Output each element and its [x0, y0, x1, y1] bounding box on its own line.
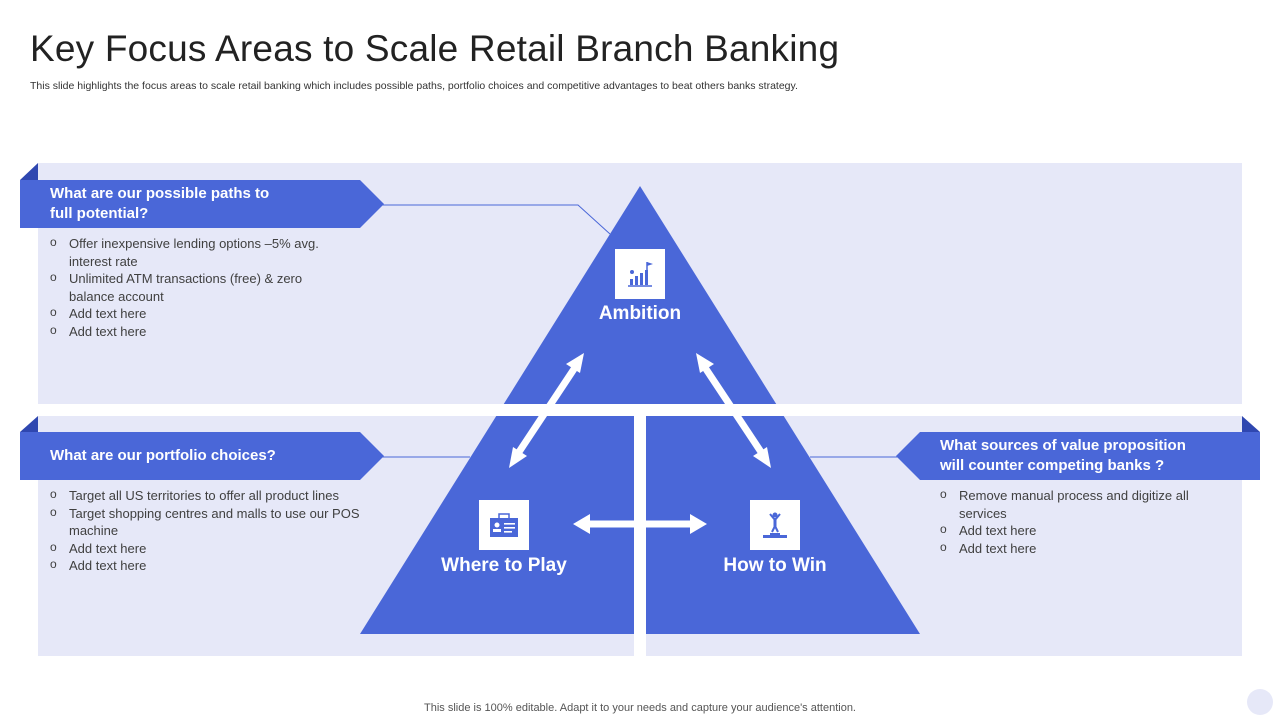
- list-item: Remove manual process and digitize all: [940, 486, 1220, 505]
- list-item-continuation: balance account: [69, 288, 164, 304]
- list-item: Add text here: [940, 539, 1220, 558]
- banner-portfolio-choices: What are our portfolio choices?: [20, 432, 384, 480]
- list-item-continuation: services: [959, 505, 1007, 521]
- bullets-value-proposition: Remove manual process and digitize all s…: [940, 486, 1220, 558]
- banner-fold-paths: [20, 163, 38, 180]
- list-item: Add text here: [50, 539, 380, 558]
- list-item: Target shopping centres and malls to use…: [50, 504, 380, 523]
- banner-heading-line: What are our portfolio choices?: [50, 447, 276, 464]
- banner-fold-value: [1242, 416, 1260, 432]
- pyramid-divider-vertical: [634, 404, 646, 656]
- list-item: Add text here: [50, 556, 380, 575]
- pyramid-label-ambition: Ambition: [598, 303, 682, 324]
- list-item: Target all US territories to offer all p…: [50, 486, 380, 505]
- banner-heading-line: full potential?: [50, 205, 149, 222]
- bullets-portfolio-choices: Target all US territories to offer all p…: [50, 486, 380, 575]
- list-item: Add text here: [940, 521, 1220, 540]
- page-title: Key Focus Areas to Scale Retail Branch B…: [30, 28, 840, 69]
- banner-heading-line: What sources of value proposition: [940, 437, 1186, 454]
- list-item: Add text here: [50, 304, 360, 323]
- page-subtitle: This slide highlights the focus areas to…: [30, 80, 798, 92]
- banner-value-proposition: What sources of value proposition will c…: [896, 432, 1260, 480]
- arrow-where-how: [573, 514, 707, 534]
- list-item: Unlimited ATM transactions (free) & zero: [50, 269, 360, 288]
- list-item-continuation: interest rate: [69, 253, 138, 269]
- banner-heading-line: will counter competing banks ?: [940, 457, 1165, 474]
- pyramid-label-where-to-play: Where to Play: [441, 555, 567, 576]
- arrow-ambition-how: [696, 353, 771, 468]
- growth-chart-flag-icon: [615, 249, 665, 299]
- banner-fold-portfolio: [20, 416, 38, 432]
- decorative-circle: [1247, 689, 1273, 715]
- banner-possible-paths: What are our possible paths to full pote…: [20, 180, 384, 228]
- pyramid-label-how-to-win: How to Win: [723, 555, 827, 576]
- footer-note: This slide is 100% editable. Adapt it to…: [424, 702, 856, 714]
- list-item-continuation: machine: [69, 523, 119, 538]
- banner-heading-line: What are our possible paths to: [50, 185, 270, 202]
- podium-winner-icon: [750, 500, 800, 550]
- id-card-icon: [479, 500, 529, 550]
- list-item: Offer inexpensive lending options –5% av…: [50, 234, 360, 253]
- bullets-possible-paths: Offer inexpensive lending options –5% av…: [50, 234, 360, 341]
- list-item: Add text here: [50, 322, 360, 341]
- arrow-ambition-where: [509, 353, 584, 468]
